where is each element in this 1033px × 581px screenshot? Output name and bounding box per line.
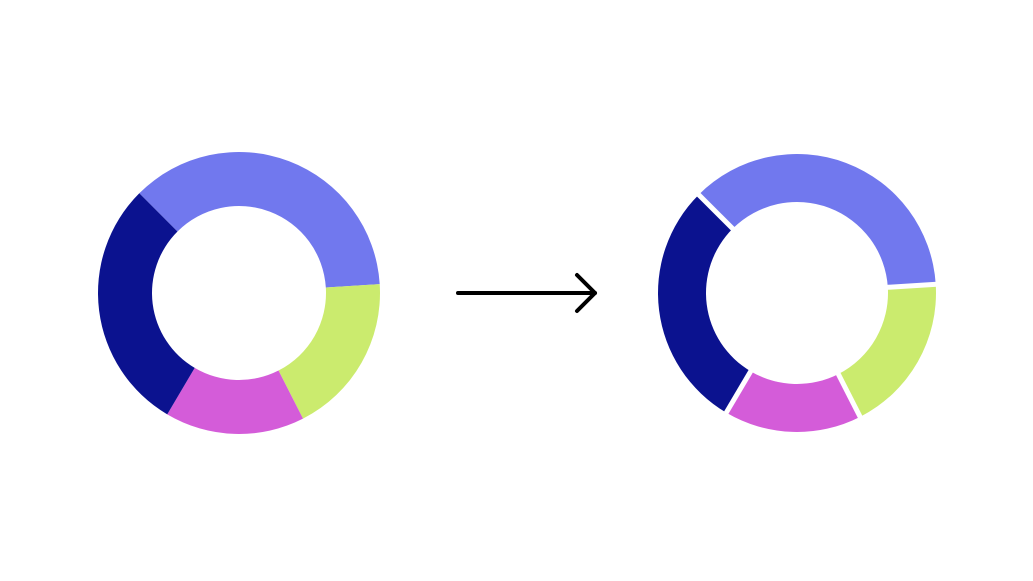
donut-segment xyxy=(658,194,751,413)
segment-gap xyxy=(884,281,939,290)
donut-segment xyxy=(98,193,195,415)
donut-segment xyxy=(278,284,380,419)
arrow-head xyxy=(575,273,597,313)
segment-gap xyxy=(694,190,737,233)
segment-gap xyxy=(834,370,864,421)
donut-chart-before xyxy=(98,152,380,435)
donut-segment xyxy=(139,152,380,288)
segment-gap xyxy=(722,367,755,417)
donut-segment xyxy=(726,371,861,433)
donut-chart-after xyxy=(658,154,939,433)
donut-segment xyxy=(698,154,936,288)
donut-segment xyxy=(167,367,304,435)
right-arrow-icon xyxy=(456,273,597,313)
donut-segment xyxy=(838,284,936,417)
